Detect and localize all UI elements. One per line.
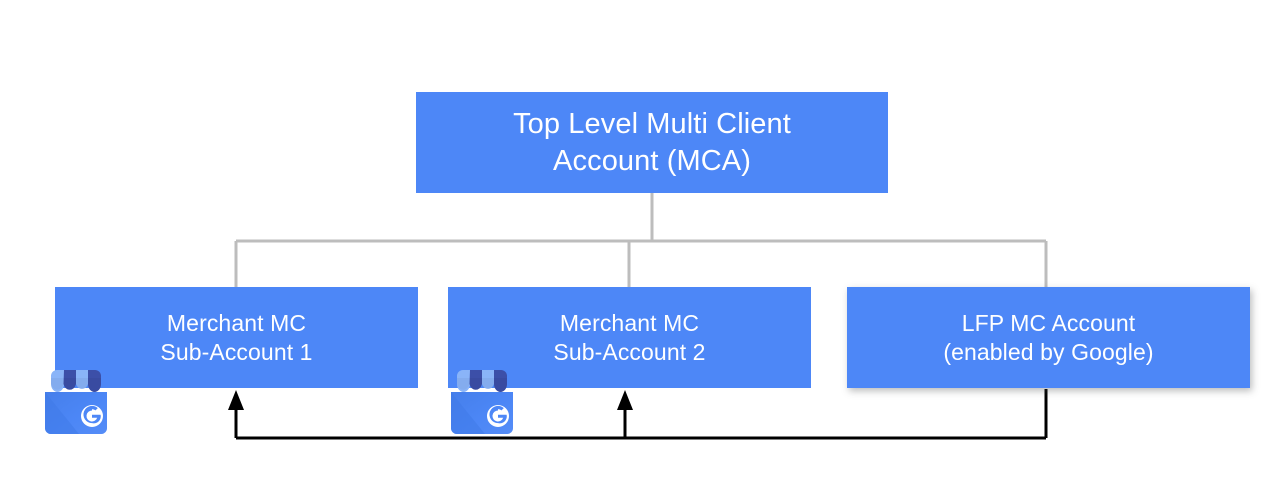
node-merchant-mc-sub-account-2[interactable]: Merchant MC Sub-Account 2	[448, 287, 811, 388]
feedback-arrow-connectors	[234, 389, 1048, 440]
google-g-glyph	[487, 405, 509, 427]
tree-connectors	[234, 193, 1048, 288]
node-top-level-mca-label: Top Level Multi Client Account (MCA)	[513, 107, 791, 177]
arrow-head-sub1	[228, 390, 244, 410]
node-lfp-mc-account-label: LFP MC Account (enabled by Google)	[943, 309, 1154, 365]
node-merchant-mc-sub-account-1[interactable]: Merchant MC Sub-Account 1	[55, 287, 418, 388]
google-g-glyph	[81, 405, 103, 427]
google-business-profile-icon	[45, 370, 107, 434]
arrow-heads	[228, 390, 633, 410]
node-lfp-mc-account[interactable]: LFP MC Account (enabled by Google)	[847, 287, 1250, 388]
node-top-level-mca[interactable]: Top Level Multi Client Account (MCA)	[416, 92, 888, 193]
node-merchant-mc-sub-account-1-label: Merchant MC Sub-Account 1	[160, 309, 313, 365]
arrow-head-sub2	[617, 390, 633, 410]
google-business-profile-icon	[451, 370, 513, 434]
node-merchant-mc-sub-account-2-label: Merchant MC Sub-Account 2	[553, 309, 706, 365]
